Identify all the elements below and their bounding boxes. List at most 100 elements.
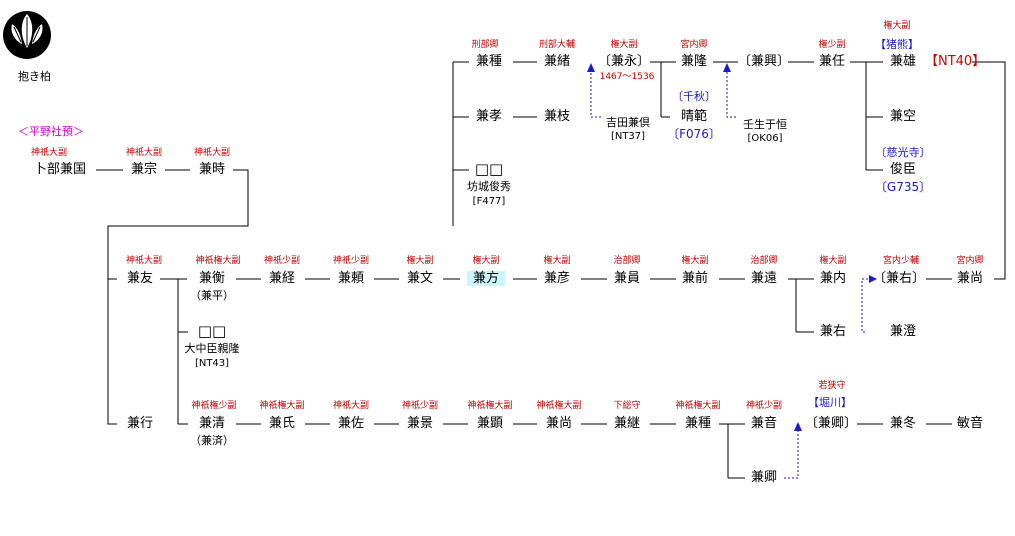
person-kaneyuki: 兼行 [126, 416, 154, 431]
person-kanesaki: 兼前 [681, 271, 709, 286]
person-kanekata: 兼方 [466, 271, 506, 286]
person-kaneaki: 兼顕 [476, 416, 504, 431]
title-label: 神祇権大副 [675, 401, 721, 411]
adoption-link [861, 278, 870, 333]
title-label: 神祇大副 [332, 401, 370, 411]
title-label: 神祇権大副 [467, 401, 513, 411]
person-kanekuu: 兼空 [889, 109, 917, 124]
title-label: 権大副 [406, 256, 434, 266]
title-label: 神祇権大副 [536, 401, 582, 411]
line [107, 169, 249, 425]
dates-label: 1467～1536 [599, 72, 655, 82]
title-label: 治部卿 [613, 256, 641, 266]
person-kanefumi: 兼文 [406, 271, 434, 286]
person-kanezumi: 兼澄 [889, 324, 917, 339]
person-kanetou: 兼任 [818, 54, 846, 69]
crest-icon [3, 11, 51, 59]
title-label: 権少副 [818, 40, 846, 50]
person-kaneu1: 兼右 [819, 324, 847, 339]
ref-mibu: [OK06] [747, 133, 783, 144]
ref-kaneo2: 【NT40】 [925, 54, 986, 69]
title-label: 権大副 [543, 256, 571, 266]
person-kanenori-a: 兼卿 [750, 470, 778, 485]
person-kanetsune: 兼経 [268, 271, 296, 286]
title-label: 権大副 [883, 21, 911, 31]
title-label: 刑部大輔 [538, 40, 576, 50]
person-toshiomi: 俊臣 [889, 162, 917, 177]
person-bojo: 坊城俊秀 [467, 180, 511, 193]
person-chikataka-unknown: □□ [197, 322, 227, 340]
person-chikataka: 大中臣親隆 [184, 342, 240, 355]
person-kanehira: 兼衡 [198, 271, 226, 286]
adoption-arrow [869, 275, 877, 283]
title-label: 神祇大副 [125, 256, 163, 266]
adoption-arrow [794, 422, 802, 431]
person-toshioto: 敏音 [956, 416, 984, 431]
person-kaneu2: 〔兼右〕 [872, 271, 926, 286]
person-kanetaka: 兼隆 [680, 54, 708, 69]
title-label: 神祇少副 [332, 256, 370, 266]
title-label: 権大副 [472, 256, 500, 266]
person-kanenaga: 〔兼永〕 [597, 54, 651, 69]
person-kaneyori: 兼頼 [337, 271, 365, 286]
person-kanekazu: 兼員 [613, 271, 641, 286]
person-kanetsugu: 兼継 [613, 416, 641, 431]
person-kaneuji: 兼氏 [268, 416, 296, 431]
person-kanenao2: 兼尚 [545, 416, 573, 431]
title-label: 宮内卿 [956, 256, 984, 266]
adoption-link [590, 71, 601, 118]
house-label: 〔千秋〕 [672, 90, 716, 103]
family-label: ＜平野社預＞ [18, 125, 84, 138]
person-kanetomo: 兼友 [126, 271, 154, 286]
person-mibu: 壬生于恒 [743, 118, 787, 131]
person-kanekuni: 卜部兼国 [33, 162, 87, 177]
title-label: 神祇大副 [125, 148, 163, 158]
title-label: 下総守 [613, 401, 641, 411]
person-kaneoto: 兼音 [750, 416, 778, 431]
title-label: 神祇少副 [401, 401, 439, 411]
person-kanehiko: 兼彦 [543, 271, 571, 286]
person-kaneo: 兼緒 [543, 54, 571, 69]
title-label: 神祇権大副 [195, 256, 241, 266]
person-kanetoki: 兼時 [198, 162, 226, 177]
person-kanekiyo: 兼清 [198, 416, 226, 431]
title-label: 権大副 [681, 256, 709, 266]
person-bojo-unknown: □□ [474, 160, 504, 178]
title-label: 神祇大副 [30, 148, 68, 158]
title-label: 神祇権少副 [191, 401, 237, 411]
line [972, 61, 1006, 280]
person-kanetane: 兼種 [475, 54, 503, 69]
crest-label: 抱き柏 [18, 70, 51, 83]
adoption-link [784, 430, 799, 479]
person-kanekage: 兼景 [406, 416, 434, 431]
person-kanetoo: 兼遠 [750, 271, 778, 286]
ref-toshiomi: 〔G735〕 [874, 180, 932, 194]
title-label: 治部卿 [750, 256, 778, 266]
alt-name: （兼済） [190, 434, 234, 447]
person-kanemune: 兼宗 [130, 162, 158, 177]
title-label: 権大副 [819, 256, 847, 266]
person-kanesuke: 兼佐 [337, 416, 365, 431]
person-kaneeda: 兼枝 [543, 109, 571, 124]
person-harunori: 晴範 [680, 109, 708, 124]
title-label: 神祇権大副 [259, 401, 305, 411]
house-label: 【猪熊】 [875, 38, 919, 51]
ref-harunori: 〔F076〕 [667, 127, 721, 141]
title-label: 宮内少輔 [882, 256, 920, 266]
person-kanenori-b: 〔兼卿〕 [804, 416, 858, 431]
title-label: 神祇大副 [193, 148, 231, 158]
adoption-arrow [587, 63, 595, 72]
title-label: 権大副 [610, 40, 638, 50]
person-kaneo2: 兼雄 [889, 54, 917, 69]
title-label: 宮内卿 [680, 40, 708, 50]
house-label: 〔慈光寺〕 [875, 146, 931, 159]
title-label: 神祇少副 [745, 401, 783, 411]
title-label: 刑部卿 [471, 40, 499, 50]
alt-name: （兼平） [190, 289, 234, 302]
adoption-link [726, 71, 736, 118]
ref-bojo: [F477] [472, 196, 506, 207]
person-kanenao: 兼尚 [956, 271, 984, 286]
ref-kanemoto: [NT37] [610, 131, 646, 142]
title-label: 神祇少副 [263, 256, 301, 266]
